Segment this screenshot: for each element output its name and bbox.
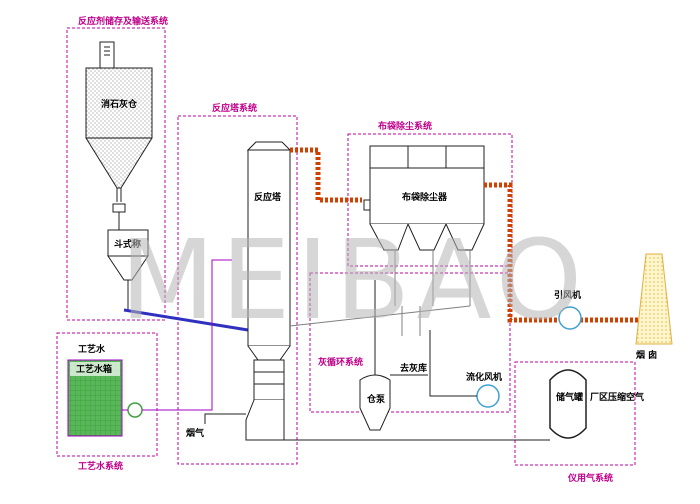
- process-water-boundary: [56, 332, 158, 457]
- fluidizing-fan: [476, 384, 500, 408]
- water-line: [122, 259, 232, 411]
- reagent-feed-line: [123, 308, 249, 332]
- baghouse-outlet-duct: [484, 182, 560, 323]
- flue-gas-label: 烟气: [186, 427, 204, 439]
- ash-recycle-boundary: [309, 272, 511, 413]
- reagent-storage-title: 反应剂储存及输送系统: [78, 15, 168, 27]
- instrument-air-title: 仪用气系统: [567, 472, 613, 484]
- plant-air-label: 厂区压缩空气: [590, 391, 644, 403]
- air-tank: [549, 369, 587, 439]
- reactor-tower: [245, 141, 292, 441]
- chimney: [635, 253, 673, 345]
- ash-recycle-title: 灰循环系统: [318, 356, 363, 368]
- water-tank-label: 工艺水箱: [76, 363, 112, 375]
- id-fan: [558, 306, 582, 330]
- instrument-air-boundary: [514, 361, 636, 466]
- fluidizing-fan-label: 流化风机: [466, 371, 502, 383]
- lime-silo: [85, 41, 153, 230]
- ash-recycle-piping: [289, 250, 471, 336]
- bucket-scale-label: 斗式称: [114, 238, 141, 250]
- watermark: MEIBAO: [120, 216, 588, 344]
- flue-gas-inlet: [204, 413, 246, 424]
- reactor-label: 反应塔: [254, 191, 282, 203]
- baghouse-system-title: 布袋除尘系统: [377, 120, 432, 132]
- baghouse: [363, 145, 485, 251]
- process-water-title: 工艺水系统: [78, 460, 123, 472]
- ash-pump: [359, 374, 391, 431]
- id-fan-label: 引风机: [554, 289, 581, 301]
- fluidizing-air-line: [429, 330, 477, 397]
- ash-pump-label: 仓泵: [366, 393, 386, 405]
- reactor-system-title: 反应塔系统: [212, 102, 257, 114]
- lime-silo-label: 消石灰仓: [101, 98, 138, 110]
- reactor-system-boundary: [177, 115, 298, 465]
- baghouse-label: 布袋除尘器: [401, 191, 448, 203]
- water-tank-label-bg: [70, 362, 120, 376]
- air-tank-label: 储气罐: [556, 391, 583, 403]
- to-ash-store-label: 去灰库: [400, 362, 427, 374]
- bucket-scale: [107, 229, 149, 310]
- process-water-label: 工艺水: [78, 343, 106, 355]
- chimney-label: 烟 囱: [636, 349, 657, 361]
- reactor-outlet-duct: [290, 147, 362, 203]
- water-pump: [127, 402, 143, 418]
